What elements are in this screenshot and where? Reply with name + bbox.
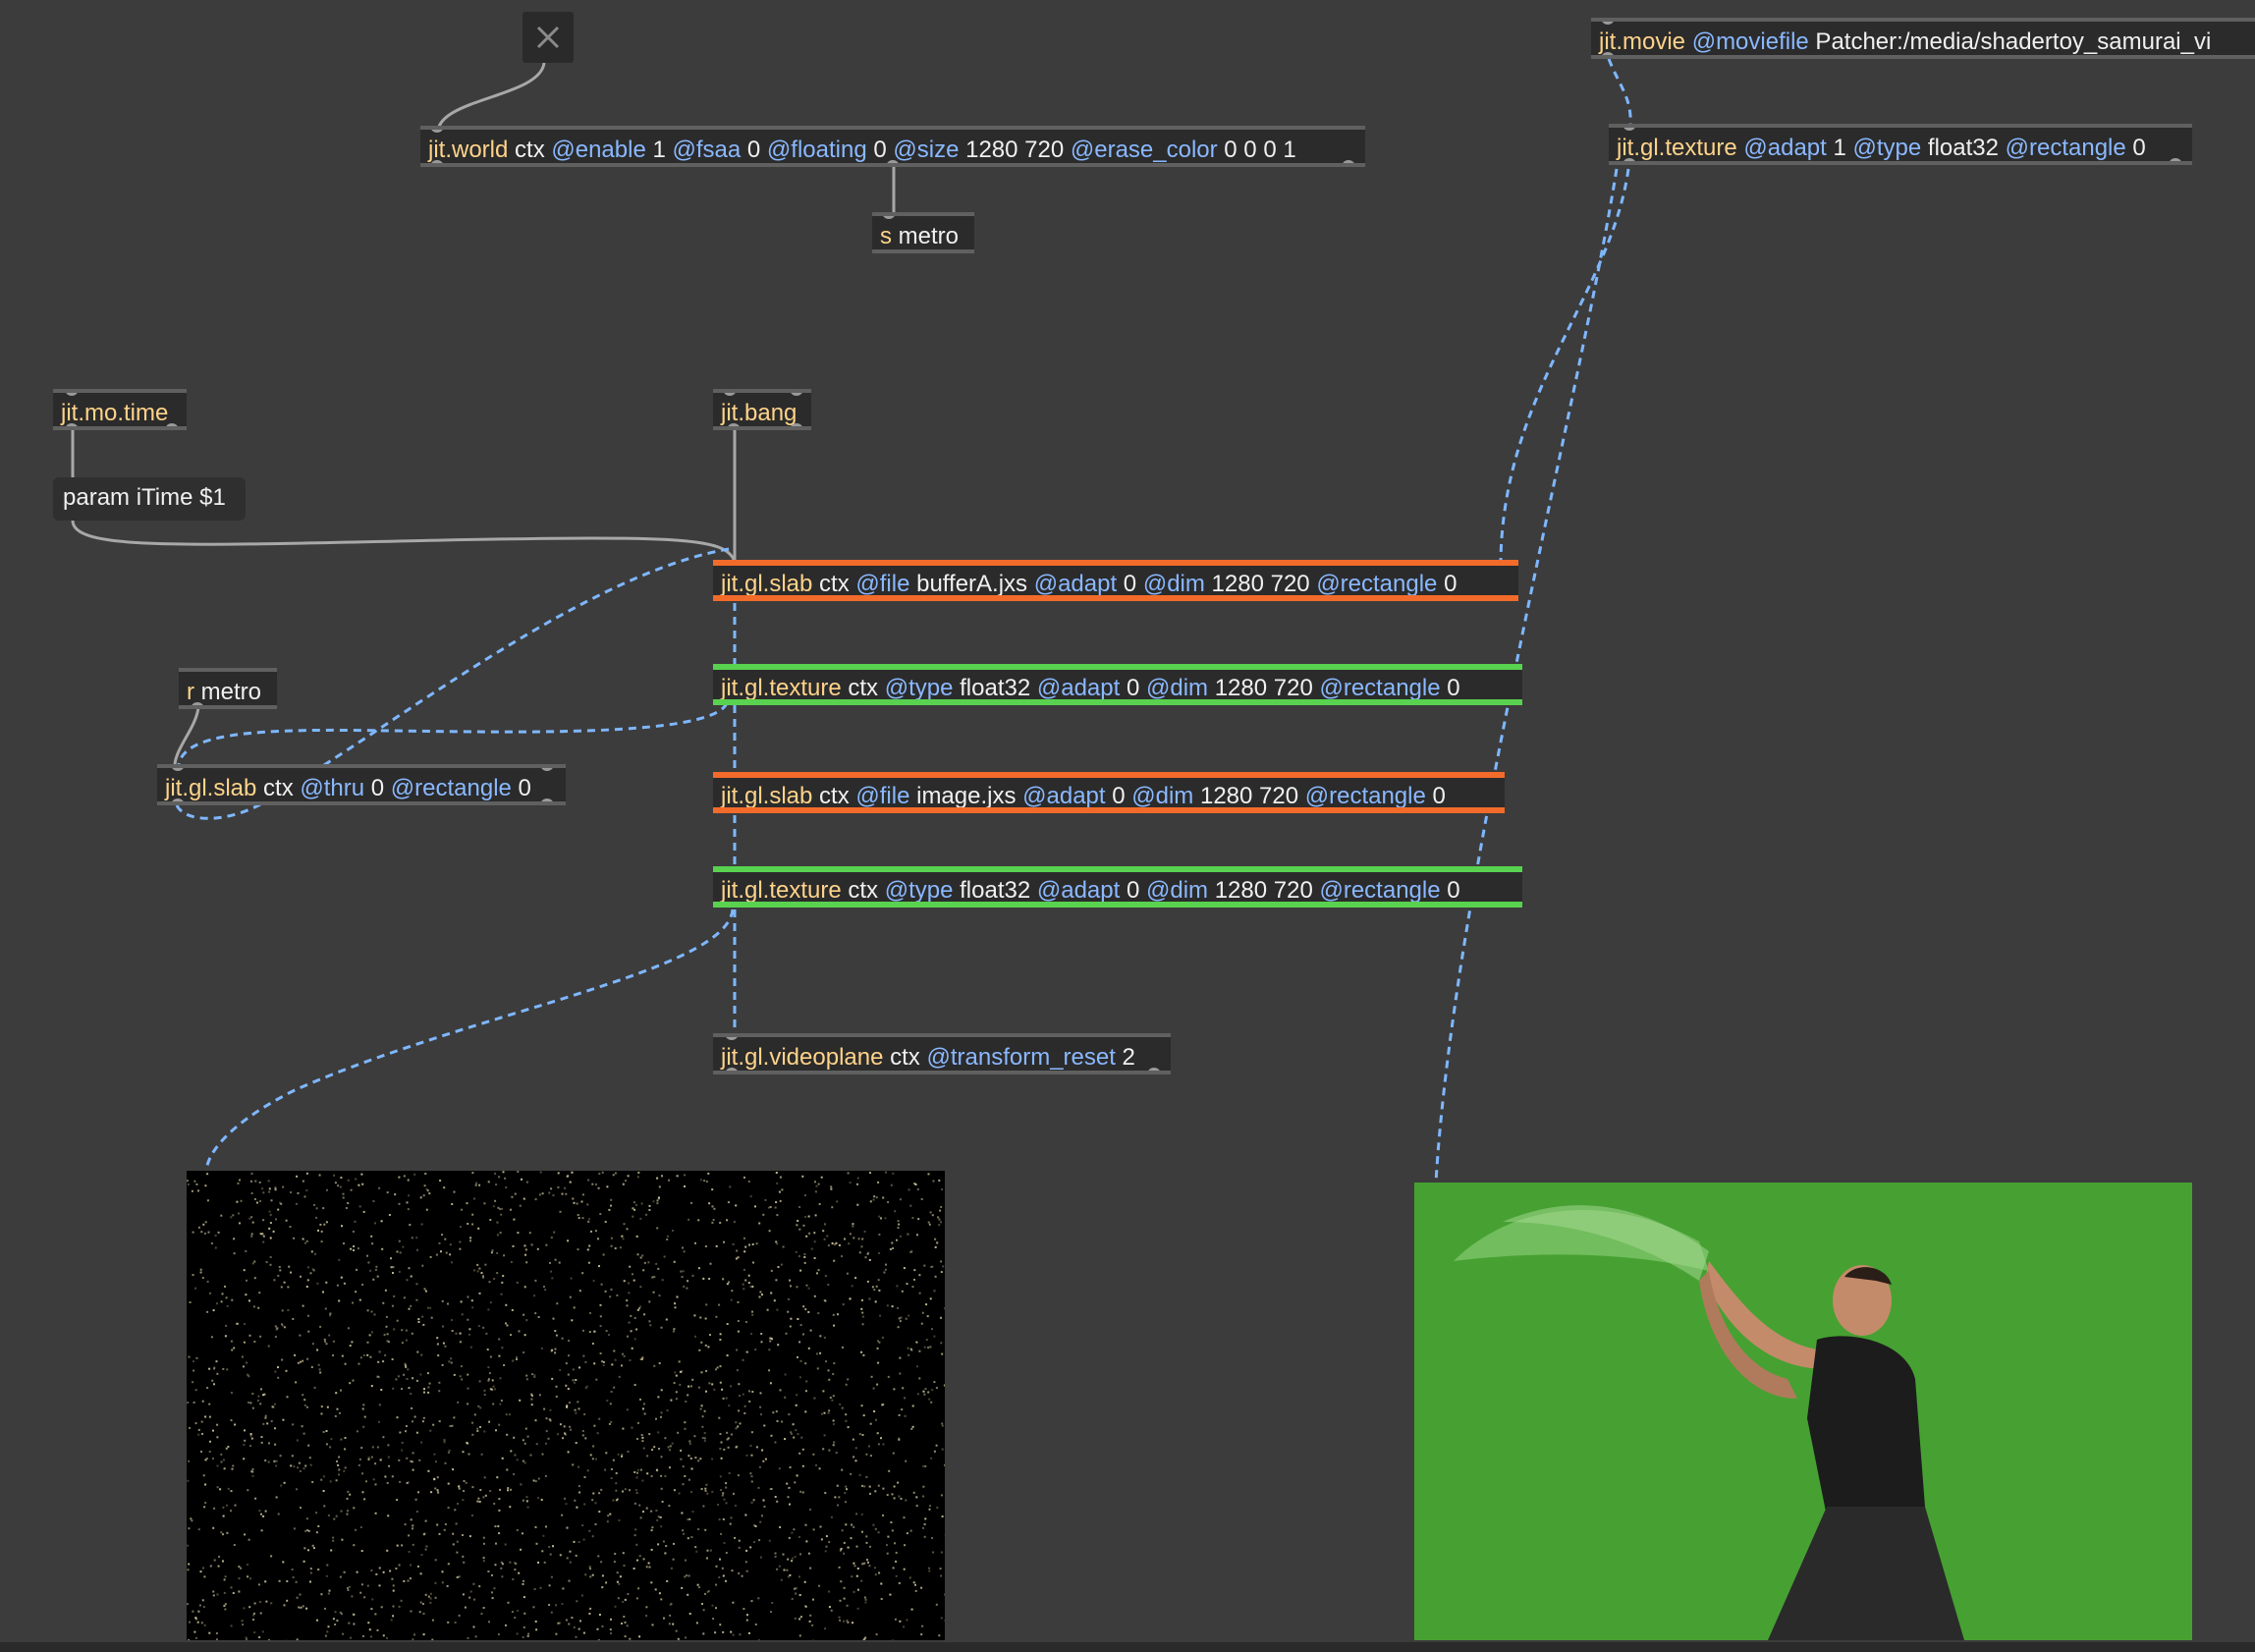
jit-gl-videoplane-object[interactable]: jit.gl.videoplane ctx @transform_reset 2 (713, 1033, 1171, 1074)
s-metro-object[interactable]: s metro (872, 212, 974, 253)
object-class: jit.world (428, 137, 509, 163)
green-screen-figure-image (1454, 1205, 1964, 1640)
x-icon (536, 26, 560, 49)
gl-cord-texture-b-to-preview (204, 909, 735, 1172)
cord-param-to-slab (71, 520, 737, 563)
jit-movie-object[interactable]: jit.movie @moviefile Patcher:/media/shad… (1591, 18, 2255, 59)
jit-bang-object[interactable]: jit.bang (713, 389, 811, 430)
cord-close-to-world (436, 62, 546, 137)
jit-gl-slab-thru-object[interactable]: jit.gl.slab ctx @thru 0 @rectangle 0 (157, 764, 566, 805)
movie-preview (1414, 1183, 2192, 1640)
gl-cord-movie-texture-to-slab (1499, 168, 1630, 563)
close-window-button[interactable] (522, 12, 574, 63)
param-itime-message[interactable]: param iTime $1 (53, 477, 246, 521)
shader-output-preview (187, 1171, 945, 1640)
gl-cord-texture-a-to-thru (177, 702, 729, 765)
cord-r-metro-to-thru (173, 706, 200, 765)
jit-gl-texture-b-object[interactable]: jit.gl.texture ctx @type float32 @adapt … (713, 866, 1522, 908)
r-metro-object[interactable]: r metro (179, 668, 277, 709)
jit-gl-texture-a-object[interactable]: jit.gl.texture ctx @type float32 @adapt … (713, 664, 1522, 705)
gl-cord-movie-to-texture (1607, 58, 1632, 129)
particle-noise-image (187, 1171, 945, 1640)
jit-mo-time-object[interactable]: jit.mo.time (53, 389, 187, 430)
jit-gl-slab-image-object[interactable]: jit.gl.slab ctx @file image.jxs @adapt 0… (713, 772, 1505, 813)
jit-gl-texture-movie-object[interactable]: jit.gl.texture @adapt 1 @type float32 @r… (1609, 124, 2192, 165)
jit-gl-slab-buffera-object[interactable]: jit.gl.slab ctx @file bufferA.jxs @adapt… (713, 560, 1518, 601)
jit-world-object[interactable]: jit.world ctx @enable 1 @fsaa 0 @floatin… (420, 126, 1365, 167)
status-bar (0, 1642, 2255, 1652)
